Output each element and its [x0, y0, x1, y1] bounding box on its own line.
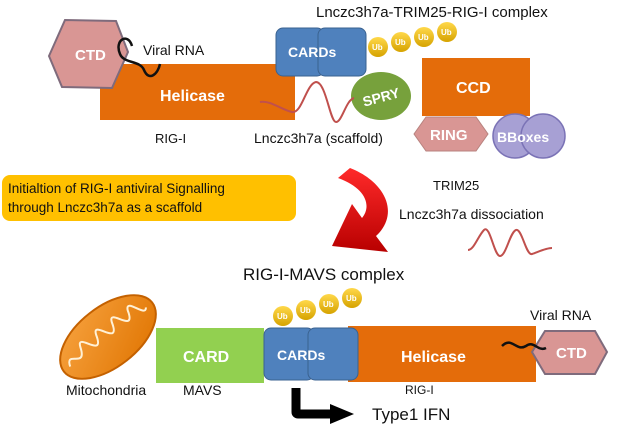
bbox-circle-2	[520, 113, 566, 159]
scaffold-label: Lnczc3h7a (scaffold)	[254, 130, 383, 146]
spry-domain	[351, 72, 411, 120]
bottom-ub-label-1: Ub	[277, 312, 288, 321]
bottom-ub-2	[296, 300, 316, 320]
top-ub-4	[437, 22, 457, 42]
bottom-ub-1	[273, 306, 293, 326]
mitochondria-label: Mitochondria	[66, 382, 146, 398]
initiation-callout: Initialtion of RIG-I antiviral Signallin…	[2, 175, 296, 221]
mavs-card-domain	[156, 328, 264, 383]
mavs-label: MAVS	[183, 382, 222, 398]
top-ub-label-2: Ub	[395, 38, 406, 47]
top-helicase-label: Helicase	[160, 88, 225, 105]
ifn-arrow-head	[330, 404, 354, 424]
bottom-ub-label-4: Ub	[346, 294, 357, 303]
bottom-ctd-label: CTD	[556, 345, 587, 362]
ccd-domain	[422, 58, 530, 116]
top-ctd-domain	[47, 18, 130, 90]
type1-ifn-label: Type1 IFN	[372, 405, 450, 424]
top-viral-rna-strand	[117, 37, 162, 78]
top-complex-title: Lnczc3h7a-TRIM25-RIG-I complex	[316, 4, 548, 21]
bboxes-label: BBoxes	[497, 129, 549, 145]
trim25-label: TRIM25	[433, 178, 479, 193]
dissociation-label: Lnczc3h7a dissociation	[399, 206, 544, 222]
top-ub-label-3: Ub	[418, 33, 429, 42]
top-card-domain-2	[317, 27, 367, 77]
mavs-card-label: CARD	[183, 349, 229, 366]
bottom-ub-label-2: Ub	[300, 306, 311, 315]
ifn-signal-arrow	[291, 388, 332, 419]
top-ub-1	[368, 37, 388, 57]
callout-line-1: Initialtion of RIG-I antiviral Signallin…	[8, 181, 225, 196]
ring-domain	[413, 116, 489, 152]
bottom-ub-label-3: Ub	[323, 300, 334, 309]
bottom-helicase-label: Helicase	[401, 349, 466, 366]
top-ctd-label: CTD	[75, 47, 106, 64]
transition-arrow	[332, 168, 388, 252]
callout-line-2: through Lnczc3h7a as a scaffold	[8, 200, 203, 215]
top-helicase-domain	[100, 64, 295, 120]
bottom-cards-label: CARDs	[277, 347, 325, 363]
top-ub-label-1: Ub	[372, 43, 383, 52]
scaffold-rna-strand	[259, 80, 355, 124]
top-ub-3	[414, 27, 434, 47]
top-ub-label-4: Ub	[441, 28, 452, 37]
bottom-ub-4	[342, 288, 362, 308]
bottom-helicase-domain	[348, 326, 536, 382]
mitochondria-organelle	[59, 294, 157, 380]
bottom-card-domain-2	[307, 327, 359, 381]
ccd-label: CCD	[456, 80, 491, 97]
top-ub-2	[391, 32, 411, 52]
dissociated-rna-strand	[467, 228, 553, 258]
bottom-viral-rna-label: Viral RNA	[530, 307, 592, 323]
top-cards-label: CARDs	[288, 44, 336, 60]
bottom-ub-3	[319, 294, 339, 314]
bottom-complex-title: RIG-I-MAVS complex	[243, 265, 405, 284]
bottom-ctd-domain	[530, 330, 609, 375]
bottom-rig-i-label: RIG-I	[405, 383, 434, 397]
ring-label: RING	[430, 127, 468, 144]
top-rig-i-label: RIG-I	[155, 131, 186, 146]
bottom-viral-rna-strand	[501, 341, 547, 351]
top-viral-rna-label: Viral RNA	[143, 42, 205, 58]
